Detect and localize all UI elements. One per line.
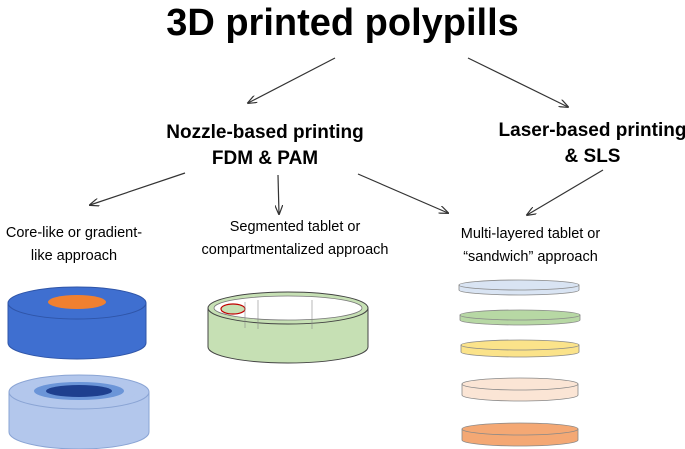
segmented-tablet — [207, 291, 369, 364]
arrow-title-to-nozzle — [248, 57, 336, 103]
nozzle-heading: Nozzle-based printing FDM & PAM — [150, 120, 380, 172]
layer-5-orange — [461, 422, 579, 447]
layer-2-green — [459, 309, 581, 326]
segmented-caption: Segmented tablet or compartmentalized ap… — [190, 216, 400, 262]
arrow-nozzle-to-layered — [357, 173, 448, 213]
nozzle-heading-line2: FDM & PAM — [211, 148, 319, 169]
layer-4-peach — [461, 377, 579, 402]
core-caption-line2: like approach — [30, 248, 118, 264]
layered-stack — [458, 279, 581, 447]
core-tablet — [7, 286, 147, 360]
layered-caption: Multi-layered tablet or “sandwich” appro… — [438, 223, 623, 269]
gradient-tablet — [8, 374, 150, 449]
segmented-caption-line1: Segmented tablet or — [229, 219, 361, 235]
arrow-nozzle-to-segmented — [278, 174, 279, 214]
arrows — [90, 57, 604, 215]
nozzle-heading-line1: Nozzle-based printing — [166, 122, 364, 143]
laser-heading: Laser-based printing & SLS — [490, 118, 685, 170]
laser-heading-line2: & SLS — [564, 146, 621, 167]
layered-caption-line1: Multi-layered tablet or — [460, 226, 601, 242]
core-caption-line1: Core-like or gradient- — [5, 225, 143, 241]
arrow-laser-to-layered — [527, 169, 604, 215]
core-caption: Core-like or gradient- like approach — [0, 222, 148, 268]
arrow-nozzle-to-core — [90, 172, 186, 205]
diagram-title: 3D printed polypills — [166, 2, 519, 44]
layered-caption-line2: “sandwich” approach — [463, 249, 598, 265]
laser-heading-line1: Laser-based printing — [498, 120, 685, 141]
layer-3-yellow — [460, 339, 580, 358]
arrow-title-to-laser — [467, 57, 568, 107]
segmented-caption-line2: compartmentalized approach — [201, 242, 389, 258]
layer-1-blue — [458, 279, 580, 296]
